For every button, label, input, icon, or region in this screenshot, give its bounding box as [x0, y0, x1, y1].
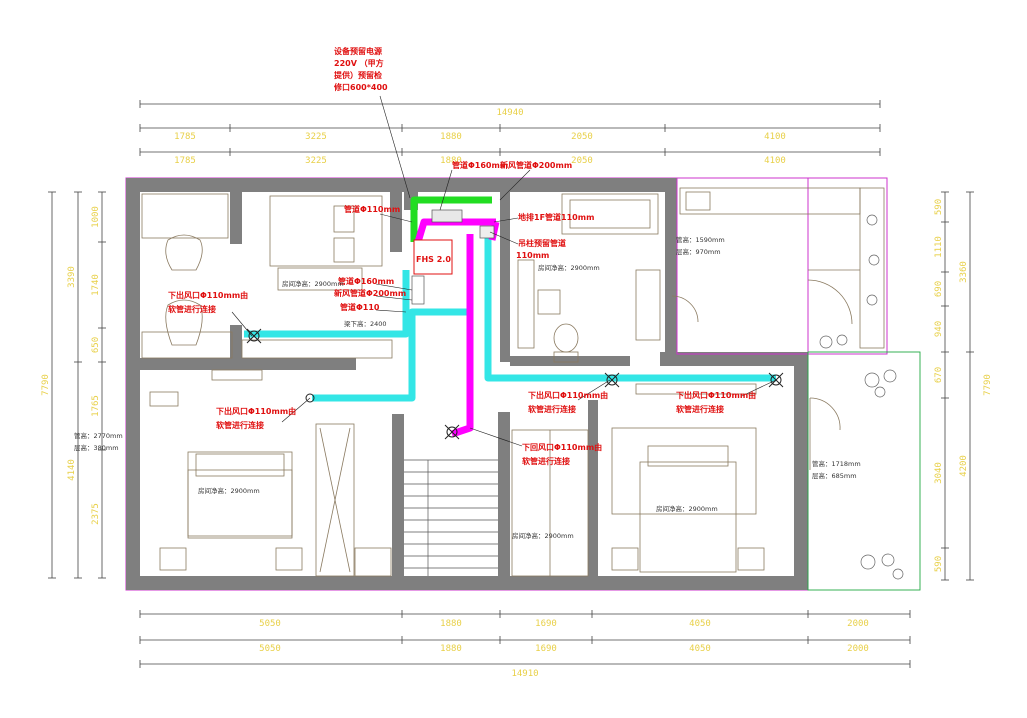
- vent-mid-line1: 下出风口Φ110mm由: [528, 390, 608, 400]
- dim-left-lower: 4140: [67, 459, 77, 481]
- dim-top2-3: 1880: [440, 156, 462, 166]
- label-ceiling-duct-size: 110mm: [516, 251, 549, 260]
- dim-top-4: 2050: [571, 132, 593, 142]
- note-room-right-1: 管高：1718mm: [812, 459, 861, 468]
- unit-label: FHS 2.0: [416, 255, 451, 264]
- note-room-left-1: 管高：2770mm: [74, 431, 123, 440]
- note-ceiling-b: 房间净高：2900mm: [538, 263, 600, 272]
- dim-top2-2: 3225: [305, 156, 327, 166]
- vent-left-line2: 软管进行连接: [168, 304, 216, 314]
- dim-right-seg-5: 670: [934, 367, 944, 383]
- dim-right-seg-7: 590: [934, 556, 944, 572]
- dim-bot-total: 14910: [511, 669, 538, 679]
- dim-bot2-2: 1880: [440, 644, 462, 654]
- furniture: [141, 187, 885, 577]
- left-dimensions: [48, 191, 106, 579]
- dim-bot-5: 2000: [847, 619, 869, 629]
- dim-top2-5: 4100: [764, 156, 786, 166]
- dim-top-3: 1880: [440, 132, 462, 142]
- dim-right-outer: 7790: [983, 374, 993, 396]
- dim-right-upper: 3360: [959, 261, 969, 283]
- dim-bot2-1: 5050: [259, 644, 281, 654]
- note-ceiling-c: 房间净高：2900mm: [198, 486, 260, 495]
- duct-green: [410, 196, 492, 242]
- vent-right-line1: 下出风口Φ110mm由: [676, 390, 756, 400]
- dim-bot-2: 1880: [440, 619, 462, 629]
- dim-bot2-4: 4050: [689, 644, 711, 654]
- dim-left-seg-3: 650: [91, 337, 101, 353]
- top-dimensions: [139, 100, 881, 156]
- vent-left-line1: 下出风口Φ110mm由: [168, 290, 248, 300]
- note-room-left-2: 层高：380mm: [74, 443, 119, 452]
- note-room-right-2: 层高：685mm: [812, 471, 857, 480]
- dim-bot2-5: 2000: [847, 644, 869, 654]
- dim-right-seg-1: 590: [934, 199, 944, 215]
- dim-top-2: 3225: [305, 132, 327, 142]
- dim-left-seg-2: 1740: [91, 274, 101, 296]
- dim-left-outer: 7790: [41, 374, 51, 396]
- dim-right-lower: 4200: [959, 455, 969, 477]
- device-note-line2: 220V （甲方: [334, 58, 384, 68]
- dim-bot-4: 4050: [689, 619, 711, 629]
- label-duct-200-b: 新风管道Φ200mm: [334, 288, 406, 298]
- bottom-dimensions: [139, 610, 911, 668]
- dim-right-seg-6: 3040: [934, 462, 944, 484]
- return-mid-line1: 下回风口Φ110mm由: [522, 442, 602, 452]
- label-duct-110-b: 管道Φ110: [340, 302, 380, 312]
- dim-bot-1: 5050: [259, 619, 281, 629]
- dim-left-seg-1: 1000: [91, 206, 101, 228]
- dim-right-seg-4: 940: [934, 321, 944, 337]
- device-note-line1: 设备预留电源: [334, 46, 382, 56]
- dim-right-seg-2: 1110: [934, 236, 944, 258]
- label-duct-160: 管道Φ160mm: [452, 160, 508, 170]
- dim-top-5: 4100: [764, 132, 786, 142]
- vent-bed-left-line2: 软管进行连接: [216, 420, 264, 430]
- device-note-line3: 提供）预留检: [334, 70, 382, 80]
- note-beam: 梁下高：2400: [344, 319, 387, 328]
- walls: [125, 177, 921, 591]
- note-room-tr-2: 层高：970mm: [676, 247, 721, 256]
- dim-right-seg-3: 690: [934, 281, 944, 297]
- dim-top2-4: 2050: [571, 156, 593, 166]
- label-duct-200-top: 新风管道Φ200mm: [500, 160, 572, 170]
- note-room-tr-1: 管高：1590mm: [676, 235, 725, 244]
- label-duct-160-b: 管道Φ160mm: [338, 276, 394, 286]
- dim-top-1: 1785: [174, 132, 196, 142]
- vent-right-line2: 软管进行连接: [676, 404, 724, 414]
- label-buried-110: 地排1F管道110mm: [518, 212, 594, 222]
- dim-top-total: 14940: [496, 108, 523, 118]
- dim-top2-1: 1785: [174, 156, 196, 166]
- return-mid-line2: 软管进行连接: [522, 456, 570, 466]
- leader-lines: [231, 95, 777, 447]
- note-ceiling-a: 房间净高：2900mm: [282, 279, 344, 288]
- dim-left-upper: 3390: [67, 266, 77, 288]
- dim-bot2-3: 1690: [535, 644, 557, 654]
- ventilation-unit: [411, 209, 495, 305]
- dim-left-seg-4: 1765: [91, 395, 101, 417]
- note-ceiling-d: 房间净高：2900mm: [512, 531, 574, 540]
- vent-mid-line2: 软管进行连接: [528, 404, 576, 414]
- dim-bot-3: 1690: [535, 619, 557, 629]
- right-dimensions: [941, 191, 974, 581]
- note-ceiling-e: 房间净高：2900mm: [656, 504, 718, 513]
- vent-bed-left-line1: 下出风口Φ110mm由: [216, 406, 296, 416]
- plant-icon: [819, 214, 904, 580]
- label-ceiling-duct: 吊柱预留管道: [518, 238, 566, 248]
- label-duct-110-a: 管道Φ110mm: [344, 204, 400, 214]
- dim-left-seg-5: 2375: [91, 503, 101, 525]
- device-note-line4: 修口600*400: [333, 82, 388, 92]
- duct-cyan: [244, 234, 776, 402]
